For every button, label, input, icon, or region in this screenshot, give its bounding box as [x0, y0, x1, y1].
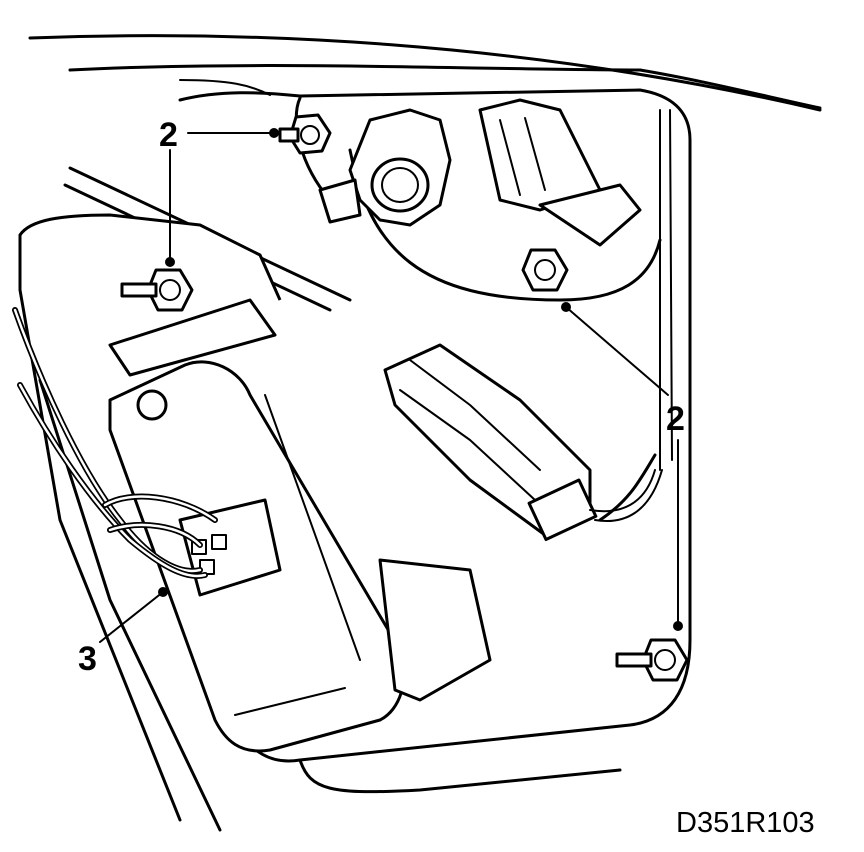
- nut-top: [278, 113, 332, 155]
- center-connector: [383, 343, 663, 542]
- figure-code: D351R103: [676, 807, 815, 839]
- nut-left: [120, 268, 194, 312]
- leader-lines: [99, 128, 683, 643]
- wire-bundle: [12, 307, 218, 579]
- callout-label-2-top: 2: [159, 116, 178, 154]
- lamp-housing: [178, 88, 692, 794]
- bulb-socket: [318, 98, 642, 247]
- nut-bottom: [615, 638, 689, 682]
- callout-label-2-right: 2: [666, 400, 685, 438]
- control-module: [18, 213, 492, 832]
- callout-label-3: 3: [78, 640, 97, 678]
- nut-right: [521, 248, 569, 292]
